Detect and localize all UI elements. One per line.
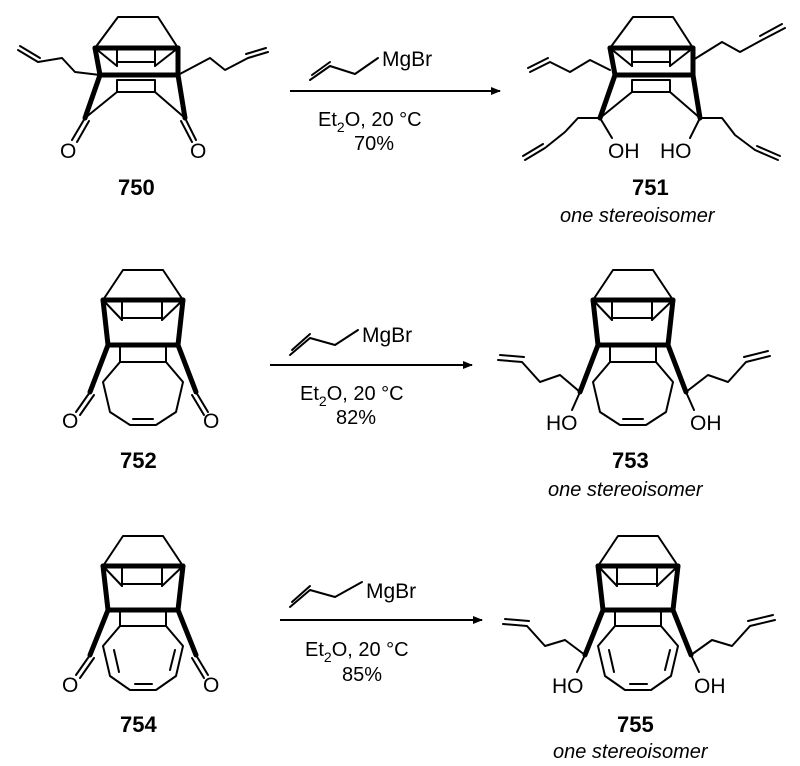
conditions-solvent: Et2O, 20 °C	[300, 383, 404, 409]
solvent-rest: O, 20 °C	[327, 383, 404, 405]
product-751-structure	[522, 16, 786, 161]
compound-label-751: 751	[632, 175, 669, 200]
reagent-mgbr: MgBr	[362, 324, 412, 347]
atom-o-right: O	[190, 140, 206, 163]
conditions-solvent: Et2O, 20 °C	[318, 109, 422, 135]
solvent-subscript: 2	[337, 119, 345, 135]
atom-ho-right: HO	[660, 140, 692, 163]
atom-o-left: O	[62, 674, 78, 697]
atom-oh-right: OH	[694, 675, 726, 698]
atom-o-right: O	[203, 410, 219, 433]
reaction-row-2: O O 752 MgBr Et2O, 20 °C 82%	[62, 269, 771, 501]
conditions-yield: 82%	[336, 407, 376, 429]
compound-label-754: 754	[120, 712, 157, 737]
reaction-row-1: O O 750 MgBr Et2O, 20 °C 70%	[17, 16, 786, 227]
product-note-755: one stereoisomer	[553, 741, 709, 763]
conditions-yield: 70%	[354, 133, 394, 155]
reactant-752-structure	[75, 269, 209, 426]
atom-ho-left: HO	[552, 675, 584, 698]
atom-oh-right: OH	[690, 412, 722, 435]
reactant-750-structure	[17, 16, 269, 143]
atom-ho-left: HO	[546, 412, 578, 435]
atom-o-left: O	[60, 140, 76, 163]
atom-oh-left: OH	[608, 140, 640, 163]
atom-o-left: O	[62, 410, 78, 433]
reactant-754-structure	[75, 535, 209, 691]
solvent-et: Et	[305, 639, 324, 661]
allyl-grignard-structure	[289, 329, 359, 356]
solvent-et: Et	[300, 383, 319, 405]
solvent-subscript: 2	[319, 393, 327, 409]
reaction-row-3: O O 754 MgBr Et2O, 20 °C 85%	[62, 535, 776, 763]
compound-label-753: 753	[612, 448, 649, 473]
product-753-structure	[497, 269, 771, 426]
reagent-mgbr: MgBr	[366, 580, 416, 603]
allyl-grignard-structure	[289, 581, 363, 608]
product-note-753: one stereoisomer	[548, 479, 704, 501]
conditions-yield: 85%	[342, 664, 382, 686]
compound-label-750: 750	[118, 175, 155, 200]
conditions-solvent: Et2O, 20 °C	[305, 639, 409, 665]
reagent-mgbr: MgBr	[382, 48, 432, 71]
allyl-grignard-structure	[309, 57, 379, 81]
solvent-rest: O, 20 °C	[345, 109, 422, 131]
solvent-rest: O, 20 °C	[332, 639, 409, 661]
solvent-subscript: 2	[324, 649, 332, 665]
product-note-751: one stereoisomer	[560, 205, 716, 227]
atom-o-right: O	[203, 674, 219, 697]
compound-label-755: 755	[617, 712, 654, 737]
solvent-et: Et	[318, 109, 337, 131]
product-755-structure	[502, 535, 776, 691]
compound-label-752: 752	[120, 448, 157, 473]
